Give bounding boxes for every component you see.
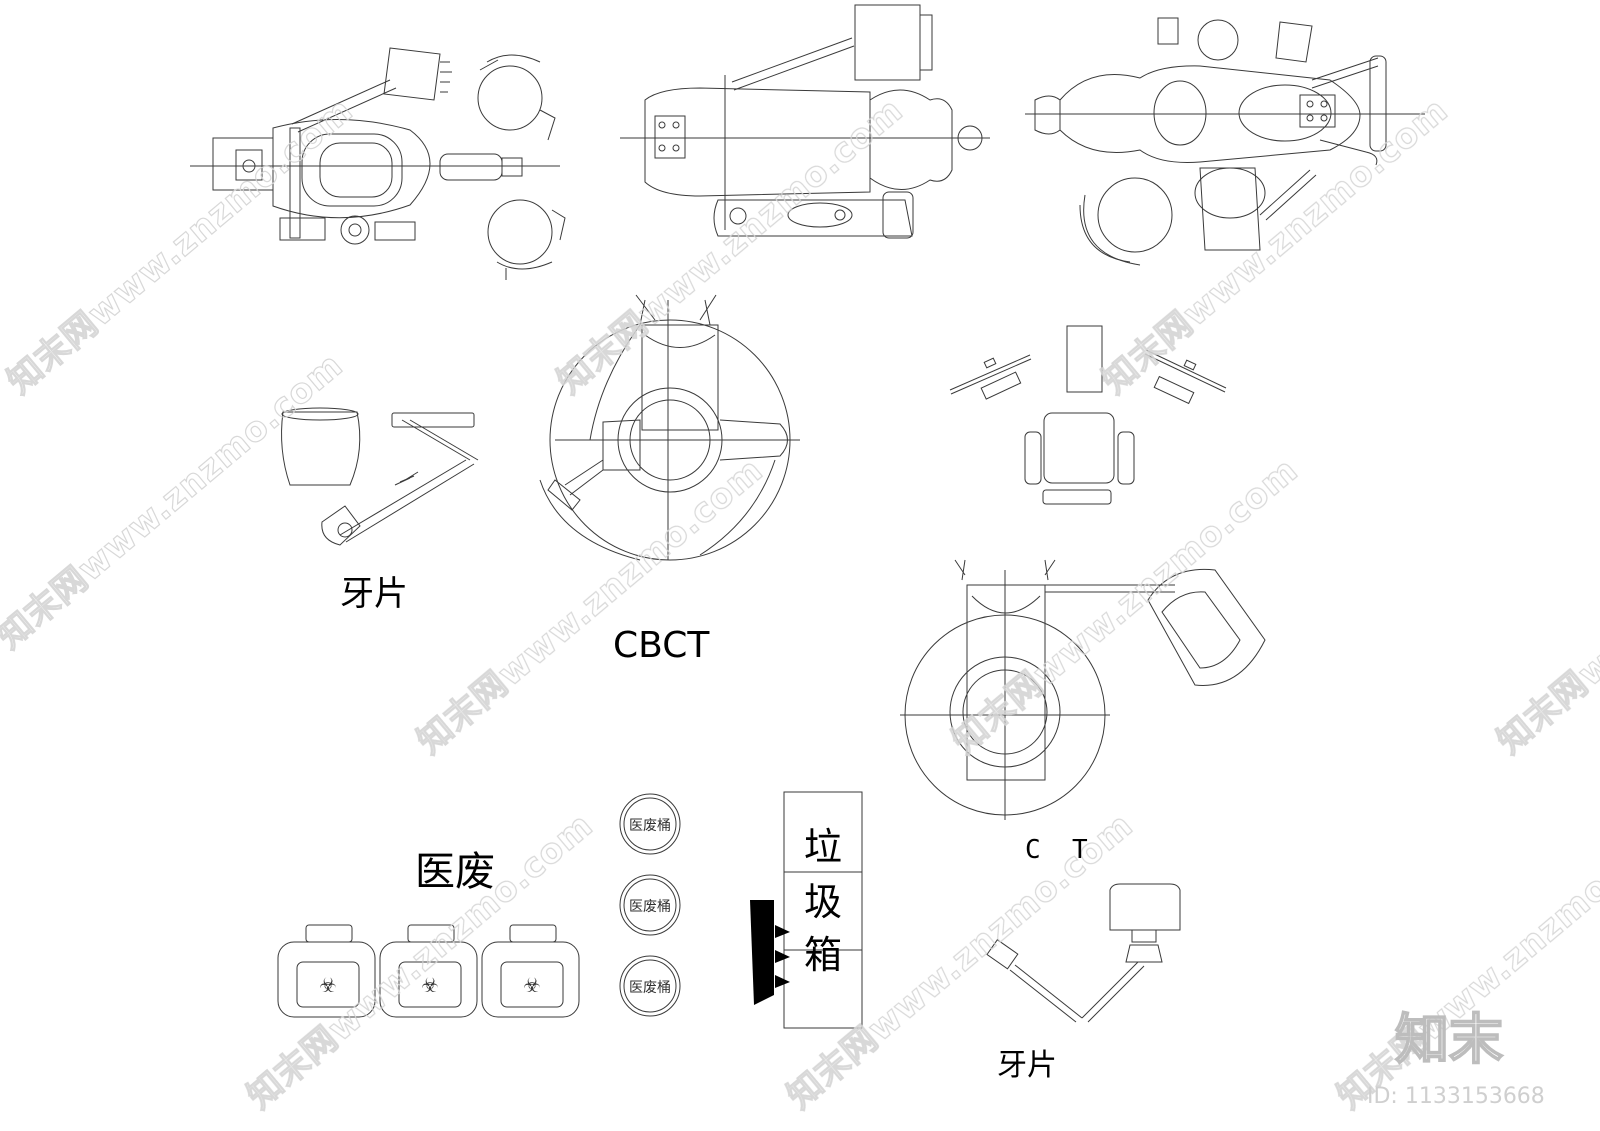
biohazard-bin-2: ☣ bbox=[379, 924, 478, 1018]
trash-box bbox=[750, 791, 863, 1029]
svg-text:☣: ☣ bbox=[523, 973, 541, 997]
dental-chair-top-left bbox=[190, 47, 566, 280]
svg-text:☣: ☣ bbox=[319, 973, 337, 997]
bucket-label-2: 医废桶 bbox=[629, 899, 671, 915]
svg-text:知末网www.znzmo.com: 知末网www.znzmo.com bbox=[0, 90, 361, 402]
dental-film-unit-left bbox=[281, 407, 479, 546]
label-dental-film-1: 牙片 bbox=[340, 574, 408, 614]
svg-text:知末网www.znzmo.com: 知末网www.znzmo.com bbox=[410, 450, 771, 762]
trash-label-2: 圾 bbox=[804, 880, 842, 924]
round-waste-buckets bbox=[619, 793, 681, 1017]
watermark-logo: 知末 bbox=[1395, 1008, 1503, 1071]
ct-unit bbox=[900, 559, 1266, 820]
label-dental-film-2: 牙片 bbox=[997, 1048, 1057, 1083]
svg-text:知末网www.znzmo.com: 知末网www.znzmo.com bbox=[0, 345, 351, 657]
panoramic-room-unit bbox=[949, 325, 1227, 505]
cbct-unit bbox=[539, 294, 800, 561]
medical-waste-bins: ☣ ☣ ☣ bbox=[277, 924, 580, 1018]
trash-label-1: 垃 bbox=[804, 825, 842, 869]
label-ct: C T bbox=[1025, 835, 1088, 865]
watermark-layer: 知末网www.znzmo.com 知末网www.znzmo.com 知末网www… bbox=[0, 89, 1600, 1117]
biohazard-bin-1: ☣ bbox=[277, 924, 376, 1018]
svg-text:知末网www.znzmo.com: 知末网www.znzmo.com bbox=[1095, 90, 1456, 402]
svg-text:知末网www.znzmo.com: 知末网www.znzmo.com bbox=[550, 90, 911, 402]
svg-text:知末网www.znzmo.com: 知末网www.znzmo.com bbox=[945, 450, 1306, 762]
dental-chair-top-right bbox=[1025, 17, 1425, 266]
label-cbct: CBCT bbox=[613, 625, 710, 666]
trash-label-3: 箱 bbox=[804, 933, 842, 977]
svg-text:☣: ☣ bbox=[421, 973, 439, 997]
biohazard-bin-3: ☣ bbox=[481, 924, 580, 1018]
bucket-label-3: 医废桶 bbox=[629, 980, 671, 996]
watermark-id: ID: 1133153668 bbox=[1367, 1084, 1545, 1109]
bucket-label-1: 医废桶 bbox=[629, 818, 671, 834]
dental-chair-top-middle bbox=[620, 4, 990, 239]
label-medical-waste: 医废 bbox=[415, 849, 495, 895]
svg-text:知末网www.znzmo.com: 知末网www.znzmo.com bbox=[1490, 450, 1600, 762]
dental-film-unit-right bbox=[986, 883, 1181, 1023]
